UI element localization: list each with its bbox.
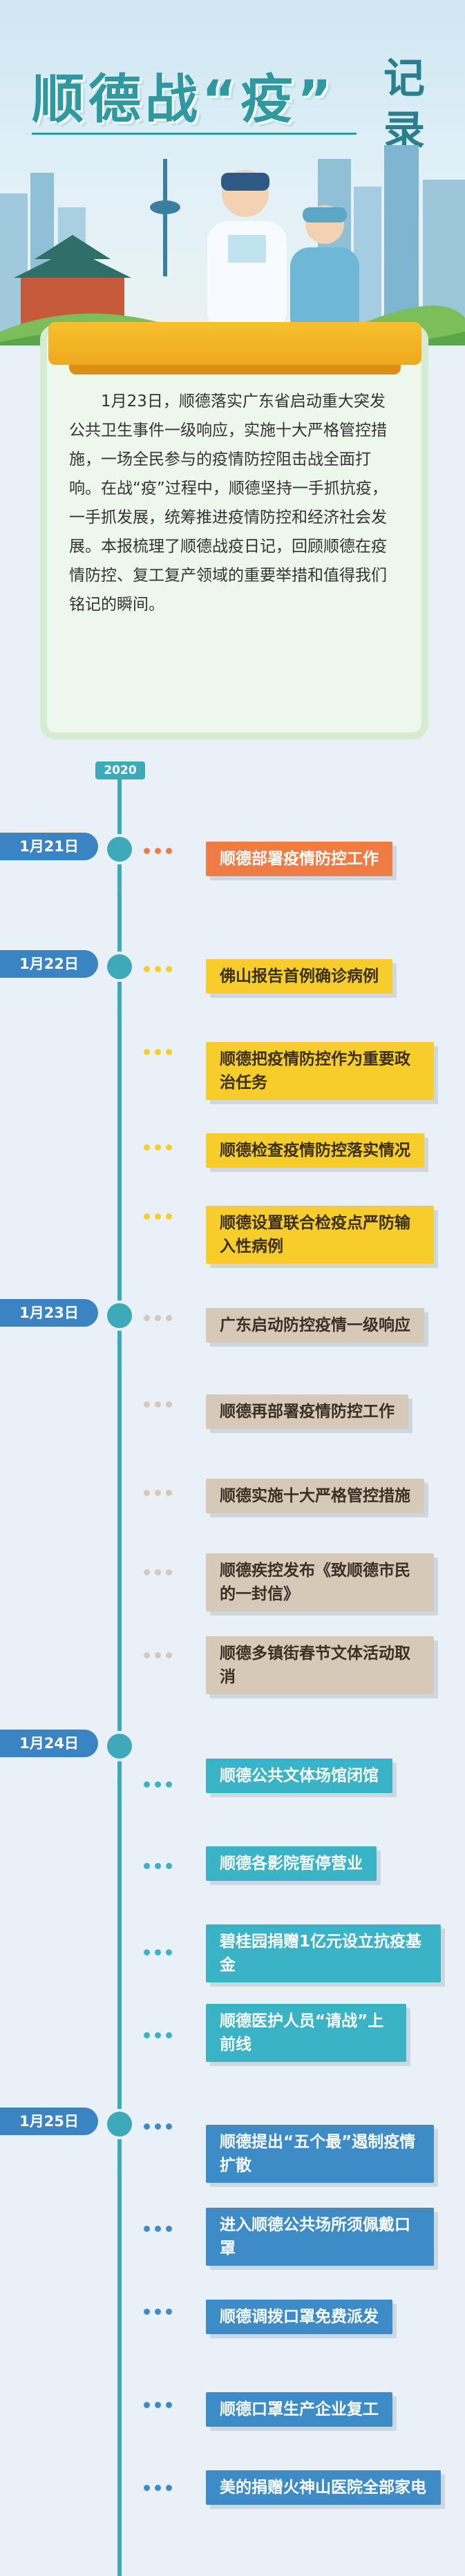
event-item: 顺德口罩生产企业复工 <box>206 2392 392 2427</box>
chevron-down-icon: ⌄⌄⌄ <box>115 1765 124 1797</box>
connector-dots <box>144 2028 177 2041</box>
intro-box <box>40 325 428 739</box>
chevron-down-icon: ⌄⌄⌄ <box>115 2143 124 2175</box>
connector-dots <box>144 1945 177 1958</box>
event-item: 顺德公共文体场馆闭馆 <box>206 1759 392 1793</box>
date-badge: 1月22日 <box>0 950 98 978</box>
connector-dots <box>144 1648 177 1661</box>
timeline-node <box>104 951 135 982</box>
event-item: 顺德部署疫情防控工作 <box>206 842 392 876</box>
timeline-node <box>104 1731 135 1761</box>
timeline-node <box>104 1300 135 1331</box>
date-badge: 1月23日 <box>0 1299 98 1327</box>
timeline-node <box>104 2109 135 2139</box>
connector-dots <box>144 2222 177 2235</box>
header-banner: 顺德战“疫” 记录 <box>0 0 465 345</box>
connector-dots <box>144 1311 177 1324</box>
event-item: 顺德提出“五个最”遏制疫情扩散 <box>206 2125 434 2183</box>
connector-dots <box>144 1209 177 1222</box>
event-item: 碧桂园捐赠1亿元设立抗疫基金 <box>206 1924 441 1982</box>
title-underline <box>32 133 357 135</box>
event-item: 顺德检查疫情防控落实情况 <box>206 1133 424 1168</box>
event-item: 进入顺德公共场所须佩戴口罩 <box>206 2208 434 2266</box>
connector-dots <box>144 2119 177 2132</box>
event-item: 佛山报告首例确诊病例 <box>206 959 392 994</box>
event-item: 顺德多镇街春节文体活动取消 <box>206 1636 434 1694</box>
connector-dots <box>144 2304 177 2318</box>
event-item: 顺德调拨口罩免费派发 <box>206 2300 392 2334</box>
connector-dots <box>144 1777 177 1790</box>
year-badge: 2020 <box>95 761 145 779</box>
city-illustration <box>0 145 465 345</box>
chevron-down-icon: ⌄⌄⌄ <box>115 1335 124 1366</box>
event-item: 顺德各影院暂停营业 <box>206 1846 377 1881</box>
connector-dots <box>144 1486 177 1499</box>
event-item: 顺德疾控发布《致顺德市民的一封信》 <box>206 1553 434 1611</box>
connector-dots <box>144 1565 177 1578</box>
event-item: 顺德设置联合检疫点严防输入性病例 <box>206 1206 434 1264</box>
date-badge: 1月24日 <box>0 1730 98 1757</box>
event-item: 广东启动防控疫情一级响应 <box>206 1308 424 1343</box>
connector-dots <box>144 1859 177 1872</box>
connector-dots <box>144 962 177 975</box>
event-item: 顺德再部署疫情防控工作 <box>206 1394 408 1429</box>
chevron-down-icon: ⌄⌄⌄ <box>115 869 124 900</box>
chevron-down-icon: ⌄⌄⌄ <box>115 986 124 1017</box>
date-badge: 1月25日 <box>0 2108 98 2135</box>
page-title: 顺德战“疫” <box>32 68 336 130</box>
connector-dots <box>144 1045 177 1058</box>
date-badge: 1月21日 <box>0 833 98 860</box>
connector-dots <box>144 2481 177 2494</box>
connector-dots <box>144 844 177 857</box>
intro-ribbon <box>48 322 421 375</box>
connector-dots <box>144 1397 177 1410</box>
event-item: 顺德医护人员“请战”上前线 <box>206 2004 406 2062</box>
event-item: 顺德把疫情防控作为重要政治任务 <box>206 1042 434 1100</box>
intro-text: 1月23日，顺德落实广东省启动重大突发公共卫生事件一级响应，实施十大严格管控措施… <box>69 392 388 614</box>
event-item: 顺德实施十大严格管控措施 <box>206 1479 424 1513</box>
connector-dots <box>144 1140 177 1153</box>
event-item: 美的捐赠火神山医院全部家电 <box>206 2470 441 2505</box>
timeline-line <box>117 779 122 2576</box>
timeline-node <box>104 834 135 864</box>
connector-dots <box>144 2398 177 2411</box>
